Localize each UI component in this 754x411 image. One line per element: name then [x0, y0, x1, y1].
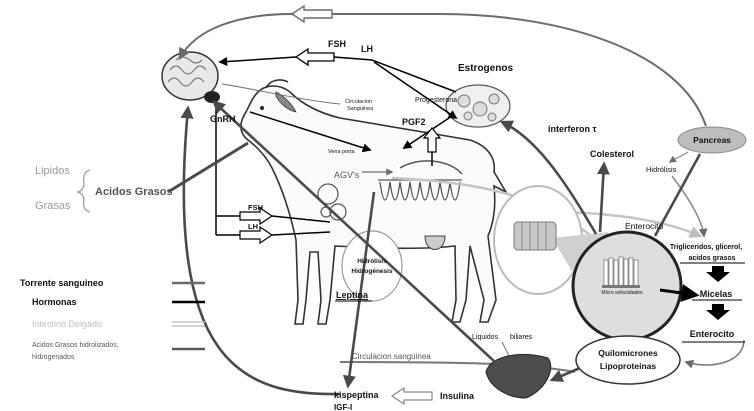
- lipoproteinas-label: Lipoproteinas: [600, 361, 656, 371]
- fsh-top-label: FSH: [328, 39, 346, 49]
- pancreas-hidrolisis-arrow: [670, 152, 688, 162]
- igf-label: IGF-I: [334, 403, 352, 411]
- lh-top-label: LH: [361, 44, 373, 54]
- legend-label-torrente: Torrente sanguineo: [20, 278, 104, 288]
- agvs-label: AGV's: [334, 170, 360, 180]
- colesterol-label: Colesterol: [590, 149, 634, 159]
- legend: Torrente sanguineo Hormonas Intestino De…: [20, 278, 205, 361]
- insulina-label: Insulina: [440, 391, 475, 401]
- progesterona-label: Progesterona: [415, 97, 457, 104]
- circulacion-small-label-1: Circulacion: [345, 99, 372, 105]
- grasas-label: Grasas: [35, 200, 71, 212]
- micro-vellosidades-label: Micro vellosidades: [601, 290, 643, 296]
- pgf2-label: PGF2: [402, 117, 426, 127]
- legend-label-acidos-1: Acidos Grasos hidrolizados,: [32, 342, 119, 349]
- circulacion-sanguinea-label: Circulacion sanguinea: [352, 352, 431, 361]
- colesterol-arrow: [600, 164, 604, 232]
- enterocito-quilomicrones-arrow: [686, 340, 744, 365]
- vena-porta-label: Vena porta: [328, 149, 356, 155]
- lh-low-label: LH: [248, 222, 258, 231]
- gnrh-label: GnRH: [210, 114, 236, 124]
- hidrogenesis-label: Hidrogénesis: [351, 268, 393, 275]
- trigliceridos-label-1: Trigliceridos, glicerol,: [670, 244, 742, 251]
- enterocito-top-label: Enterocito: [625, 221, 664, 231]
- kispeptina-label: kispeptina: [334, 390, 380, 400]
- blood-line-top-left: [180, 14, 292, 58]
- trigliceridos-label-2: acidos grasos: [688, 255, 735, 262]
- legend-label-intestino: Intestino Delgado: [32, 319, 102, 329]
- pituitary-icon: [204, 91, 220, 103]
- brace: [78, 170, 90, 212]
- enterocito-bottom-label: Enterocito: [690, 329, 735, 339]
- acidos-grasos-label: Acidos Grasos: [95, 186, 173, 198]
- legend-label-acidos-2: hidrogenados: [32, 354, 75, 361]
- hollow-arrow-insulina: [392, 388, 432, 404]
- quilomicrones-ellipse: [576, 336, 680, 384]
- pancreas-label: Pancreas: [693, 135, 731, 145]
- quilomicrones-label: Quilomicrones: [598, 348, 658, 358]
- micro-villi-icon: [602, 257, 640, 288]
- hidrolisis-label: Hidrólisis: [357, 258, 387, 265]
- hormone-line-lh-ovary: [374, 62, 456, 118]
- lipidos-label: Lipidos: [35, 165, 70, 177]
- fsh-low-label: FSH: [248, 203, 263, 212]
- biliares-label: biliares: [510, 334, 533, 341]
- acidos-grasos-line: [168, 143, 248, 192]
- hidrolisis-pancreas-label: Hidrólisis: [646, 165, 677, 174]
- hollow-arrow-fsh: [296, 49, 334, 65]
- hormone-line-ovary-fsh: [334, 57, 456, 92]
- blood-line-top-right: [332, 14, 706, 126]
- hollow-arrow-top: [292, 6, 332, 22]
- legend-label-hormonas: Hormonas: [32, 297, 77, 307]
- interferon-label: interferon τ: [548, 124, 597, 134]
- liquidos-label: Liquidos: [472, 334, 499, 341]
- block-arrow-down-1: [706, 266, 730, 282]
- goat-eye: [260, 106, 264, 110]
- block-arrow-down-2: [706, 304, 730, 320]
- hormone-line-fsh-brain: [220, 57, 296, 62]
- leptina-label: Leptina: [336, 290, 369, 300]
- estrogenos-label: Estrogenos: [458, 63, 513, 74]
- micelas-label: Micelas: [700, 289, 733, 299]
- circulacion-small-label-2: Sanguinea: [347, 106, 374, 112]
- small-intestine-icon: [514, 222, 556, 250]
